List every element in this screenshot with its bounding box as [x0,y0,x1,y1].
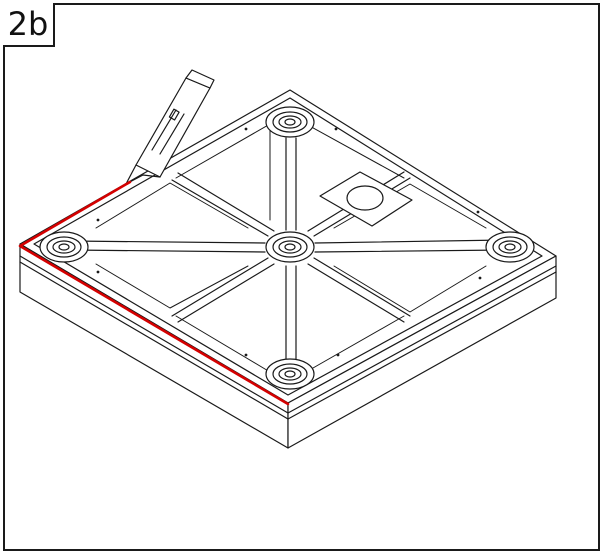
corner-fitting-center [265,231,315,263]
corner-fitting-right [485,231,535,263]
cut-line [18,180,290,406]
tray-front-right-face [287,255,557,449]
utility-knife-icon [125,69,215,185]
corner-fitting-top [265,106,315,138]
drain-plate [319,171,413,227]
step-number-label: 2b [3,3,55,47]
drain-channels [69,137,506,361]
corner-fitting-left [39,231,89,263]
corner-fitting-bottom [265,358,315,390]
panel-outlines [95,123,487,373]
tray-inner-rim [33,97,543,396]
screw-dots [96,127,482,357]
